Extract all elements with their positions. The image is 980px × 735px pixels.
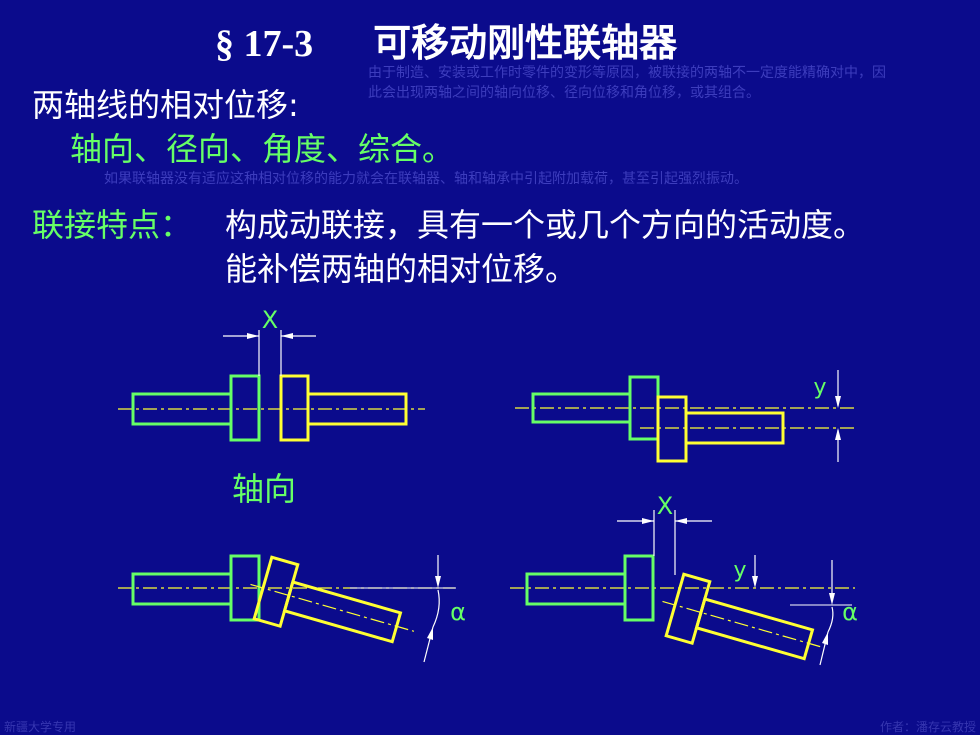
feature-line-2: 能补偿两轴的相对位移。 xyxy=(225,250,578,288)
page-title: § 17-3 可移动刚性联轴器 xyxy=(215,12,677,67)
alpha-arc xyxy=(432,589,440,628)
right-shaft-tilted xyxy=(282,580,403,644)
dim-arrow-left xyxy=(247,333,259,339)
right-shaft xyxy=(684,411,785,445)
feature-line-1: 构成动联接，具有一个或几个方向的活动度。 xyxy=(225,206,866,244)
dim-y-arrow-top xyxy=(835,396,841,408)
tilted-centerline xyxy=(662,600,825,649)
alpha-label: α xyxy=(450,598,466,626)
feature-label: 联接特点： xyxy=(32,206,193,244)
footer-left: 新疆大学专用 xyxy=(4,720,77,734)
alpha-label: α xyxy=(842,598,858,626)
left-shaft xyxy=(525,572,627,606)
left-flange xyxy=(229,554,261,622)
displacement-label: 两轴线的相对位移: xyxy=(32,86,299,124)
right-shaft xyxy=(306,392,408,426)
dim-y-label: y xyxy=(813,375,826,400)
displacement-types: 轴向、径向、角度、综合。 xyxy=(70,130,455,168)
dim-x-label: X xyxy=(657,492,673,520)
right-flange xyxy=(656,395,688,463)
note-line-1: 由于制造、安装或工作时零件的变形等原因，被联接的两轴不一定度能精确对中，因 xyxy=(368,65,886,81)
alpha-arrowhead-bottom xyxy=(427,627,433,640)
diagram-angular: α xyxy=(118,554,466,663)
alpha-arrowhead-bottom xyxy=(822,632,828,645)
dim-x-label: X xyxy=(262,306,278,334)
axial-caption: 轴向 xyxy=(232,470,296,508)
diagram-combined: X y α xyxy=(510,492,858,666)
tilted-centerline xyxy=(250,583,415,632)
section-number: § 17-3 xyxy=(215,23,314,65)
left-shaft xyxy=(131,572,233,606)
dim-arrow-right xyxy=(281,333,293,339)
alpha-arrowhead-top xyxy=(829,593,835,605)
diagram-radial: y xyxy=(515,370,855,463)
dim-y-arrow xyxy=(752,576,758,588)
diagram-axial: X 轴向 xyxy=(118,306,425,508)
alpha-arc xyxy=(827,606,834,633)
left-flange xyxy=(229,374,261,442)
dim-y-label: y xyxy=(733,558,746,583)
note-line-2: 此会出现两轴之间的轴向位移、径向位移和角位移，或其组合。 xyxy=(368,85,760,101)
dim-arrow-left xyxy=(642,518,654,524)
right-flange xyxy=(279,374,310,442)
section-name: 可移动刚性联轴器 xyxy=(373,21,678,65)
dim-y-arrow-bottom xyxy=(835,428,841,440)
footer-right: 作者：潘存云教授 xyxy=(879,720,976,734)
right-shaft-tilted xyxy=(694,597,815,661)
dim-arrow-right xyxy=(675,518,687,524)
alpha-arrowhead-top xyxy=(435,576,441,588)
note-vibration: 如果联轴器没有适应这种相对位移的能力就会在联轴器、轴和轴承中引起附加载荷，甚至引… xyxy=(104,171,748,187)
left-flange xyxy=(623,554,655,622)
